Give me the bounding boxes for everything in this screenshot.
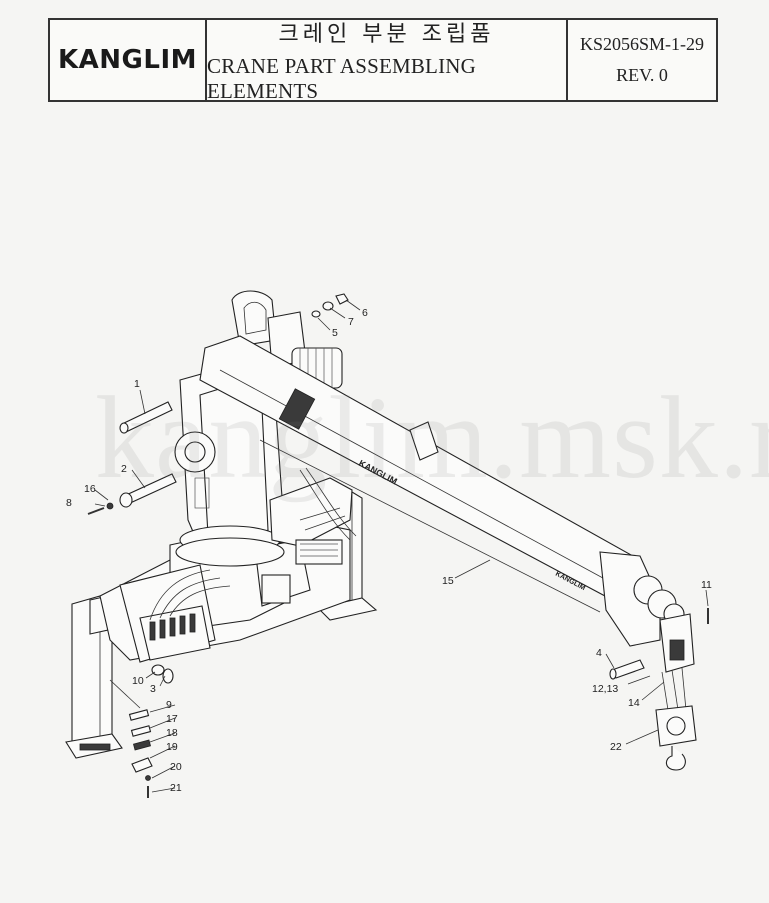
bolt-8 — [87, 502, 114, 515]
callout-2: 2 — [121, 463, 127, 475]
callout-8: 8 — [66, 497, 72, 509]
title-english: CRANE PART ASSEMBLING ELEMENTS — [207, 54, 477, 103]
callout-18: 18 — [166, 727, 178, 739]
revision-label: REV. 0 — [616, 65, 668, 85]
stabilizer-leg-front — [65, 595, 123, 759]
control-valve-bank — [139, 569, 231, 661]
top-nut-washer — [311, 293, 349, 318]
boom-tip-assembly — [599, 551, 695, 673]
leader-lines — [94, 299, 709, 793]
callout-12-13: 12,13 — [592, 683, 618, 695]
crane-column — [174, 365, 286, 567]
callout-9: 9 — [166, 699, 172, 711]
callout-17: 17 — [166, 713, 178, 725]
callout-10: 10 — [132, 675, 144, 687]
callout-3: 3 — [150, 683, 156, 695]
callout-11: 11 — [701, 579, 712, 591]
shim-stack — [128, 709, 153, 798]
callout-6: 6 — [362, 307, 368, 319]
callout-14: 14 — [628, 697, 640, 709]
main-boom — [199, 335, 641, 613]
callout-19: 19 — [166, 741, 178, 753]
hydraulic-hoses — [299, 467, 357, 541]
callout-22: 22 — [610, 741, 622, 753]
boom-pin-2 — [119, 473, 177, 508]
callout-4: 4 — [596, 647, 602, 659]
title-block: KANGLIM 크레인 부분 조립품 CRANE PART ASSEMBLING… — [48, 18, 718, 103]
kanglim-logo: KANGLIM — [50, 20, 207, 100]
callout-16: 16 — [84, 483, 96, 495]
title-cell: 크레인 부분 조립품 CRANE PART ASSEMBLING ELEMENT… — [207, 20, 568, 103]
slewing-cylinder — [269, 477, 353, 565]
code-cell: KS2056SM-1-29 REV. 0 — [568, 20, 716, 100]
hook-block — [655, 667, 697, 771]
washer-10 — [151, 664, 174, 684]
callout-20: 20 — [170, 761, 182, 773]
boom-pin-1 — [119, 401, 173, 434]
callout-5: 5 — [332, 327, 338, 339]
title-korean: 크레인 부분 조립품 — [278, 22, 495, 47]
callout-7: 7 — [348, 316, 354, 328]
pin-4 — [609, 659, 645, 680]
document-code: KS2056SM-1-29 — [579, 34, 704, 54]
callout-1: 1 — [134, 378, 140, 390]
callout-21: 21 — [170, 782, 182, 794]
callout-15: 15 — [442, 575, 454, 587]
